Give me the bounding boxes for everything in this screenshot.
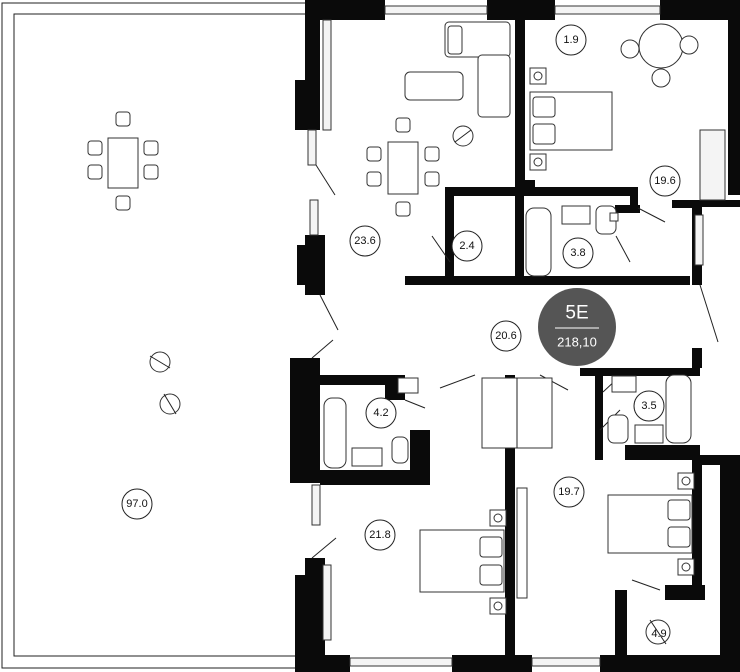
- room-area-bedroom-sw: 21.8: [369, 529, 390, 541]
- living-sofa: [444, 21, 511, 118]
- bathtub-n: [525, 207, 552, 277]
- room-label-balcony-n: 1.9: [555, 24, 587, 56]
- room-label-bath-e: 3.5: [633, 390, 665, 422]
- room-area-bedroom-ne: 19.6: [654, 175, 675, 187]
- room-area-terrace: 97.0: [126, 498, 147, 510]
- room-area-bath-n: 3.8: [570, 247, 585, 259]
- room-area-bedroom-se: 19.7: [558, 486, 579, 498]
- room-label-living: 23.6: [349, 225, 381, 257]
- room-area-bath-e: 3.5: [641, 400, 656, 412]
- apartment-total-area: 218,10: [557, 335, 597, 350]
- living-dining-table: [366, 117, 440, 217]
- walls: [290, 0, 740, 672]
- room-area-hall: 20.6: [495, 330, 516, 342]
- doors: [311, 164, 719, 591]
- apartment-code: 5E: [565, 303, 588, 324]
- sink-toilet-n: [561, 205, 619, 235]
- room-label-bedroom-sw: 21.8: [364, 519, 396, 551]
- terrace-lounger-icons: [149, 351, 181, 415]
- room-label-bath-w: 4.2: [365, 397, 397, 429]
- windows: [307, 5, 726, 667]
- room-label-hall: 20.6: [490, 320, 522, 352]
- balcony-table: [620, 23, 699, 88]
- room-label-closet-s: 4.9: [651, 628, 666, 640]
- room-label-storage: 2.4: [451, 230, 483, 262]
- living-coffee-table: [404, 71, 464, 101]
- apartment-badge: 5E 218,10: [538, 288, 616, 366]
- terrace-dining-table: [87, 111, 159, 211]
- room-area-bath-w: 4.2: [373, 407, 388, 419]
- room-label-bath-n: 3.8: [562, 237, 594, 269]
- room-label-bedroom-ne: 19.6: [649, 165, 681, 197]
- bath-w-fixtures: [323, 377, 419, 469]
- hall-closet: [481, 377, 553, 449]
- bed-sw: [419, 487, 528, 615]
- room-area-living: 23.6: [354, 235, 375, 247]
- terrace-outline: [1, 2, 305, 669]
- bed-se: [607, 472, 695, 576]
- room-label-terrace: 97.0: [121, 488, 153, 520]
- room-area-closet-s: 4.9: [651, 628, 666, 640]
- closet-s-fixture: [645, 619, 671, 645]
- room-label-bedroom-se: 19.7: [553, 476, 585, 508]
- bed-ne: [529, 67, 613, 171]
- room-area-balcony-n: 1.9: [563, 34, 578, 46]
- living-armchair-icon: [452, 125, 474, 147]
- bath-e-fixtures: [607, 374, 692, 444]
- room-area-storage: 2.4: [459, 240, 474, 252]
